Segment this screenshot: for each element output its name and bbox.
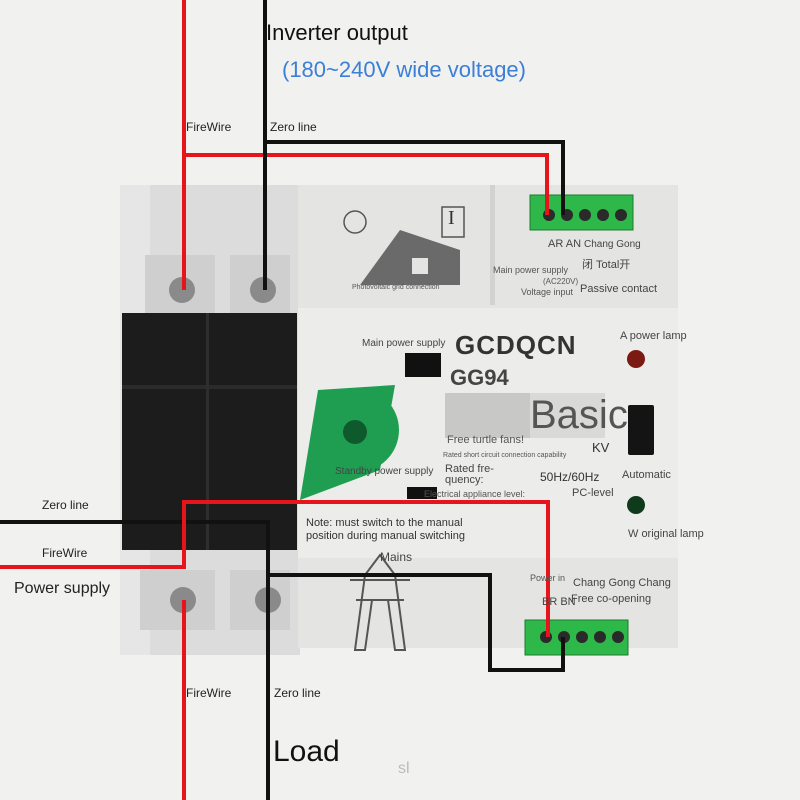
w-original-lamp [627,496,645,514]
brand-label: GCDQCN [455,330,577,360]
w-original-lamp-label: W original lamp [628,528,704,540]
top-terminal-screw-4 [597,209,609,221]
roman-box [441,206,465,238]
top-terminal-screw-3 [579,209,591,221]
standby-power-label: Standby power supply [335,466,434,477]
breaker-pole-divider [206,313,209,550]
voltage-input-label: Voltage input [521,287,574,297]
breaker-black-body [122,313,297,550]
label-plate-left [445,393,530,438]
free-co-opening-label: Free co-opening [571,593,652,605]
bottom-firewire-label: FireWire [186,686,232,700]
note-label: Note: must switch to the manual position… [306,517,465,542]
auto-switch-knob [628,405,654,455]
header-subtitle: (180~240V wide voltage) [282,57,526,82]
rated-short-label: Rated short circuit connection capabilit… [443,452,567,459]
chang-gong-label: Chang Gong [584,239,641,250]
roman-one: I [448,207,455,229]
voltage-input-value: (AC220V) [543,277,579,286]
a-power-lamp [627,350,645,368]
main-power-b-label: Main power supply [362,338,446,349]
bottom-terminal-screw-3 [576,631,588,643]
power-supply-label: Power supply [14,580,111,597]
bottom-terminal-screw-5 [612,631,624,643]
sun-icon [343,210,367,234]
mains-label: Mains [380,550,413,564]
bottom-zero-line-label: Zero line [274,686,321,700]
top-firewire-to-terminal [184,153,549,215]
pc-level-label: PC-level [572,487,614,499]
handle-lever [300,385,395,500]
house-window-icon [412,258,428,274]
main-power-a-label: Main power supply [493,265,569,275]
total-label: 闭 Total开 [582,259,631,271]
top-zero-line-label: Zero line [270,120,317,134]
top-firewire-label: FireWire [186,120,232,134]
left-firewire-label: FireWire [42,546,88,560]
kv-label: KV [592,440,610,455]
rated-freq-label: Rated fre- quency: [445,463,494,486]
load-label: Load [273,735,340,768]
watermark: sl [398,760,410,777]
a-power-lamp-label: A power lamp [620,330,687,342]
left-zero-line-label: Zero line [42,498,89,512]
top-zero-line-to-terminal [265,140,565,215]
model-label: GG94 [450,365,509,390]
load-zero-line-to-terminal [268,573,565,672]
automatic-label: Automatic [622,469,671,481]
left-firewire [0,500,550,637]
free-turtle-label: Free turtle fans! [447,434,525,446]
chang-gong-chang-label: Chang Gong Chang [573,577,671,589]
appliance-level-label: Electrical appliance level: [424,489,526,499]
housing-ridge [490,185,495,305]
indicator-window-lower [407,487,437,499]
hz-label: 50Hz/60Hz [540,470,600,484]
solar-house-icon [360,230,460,285]
top-terminal-screw-5 [615,209,627,221]
breaker-divider [122,385,297,389]
br-bn-label: BR BN [542,596,576,608]
basic-overlay: Basic [530,393,628,437]
ar-an-label: AR AN [548,238,582,250]
pylon-arms [350,579,410,601]
bottom-terminal-screw-4 [594,631,606,643]
passive-contact-label: Passive contact [580,283,658,295]
power-in-label: Power in [530,573,566,583]
header-title: Inverter output [266,20,408,45]
photovoltaic-label: Photovoltaic grid connection [352,284,440,291]
handle-hub [343,420,367,444]
indicator-window [405,353,441,377]
